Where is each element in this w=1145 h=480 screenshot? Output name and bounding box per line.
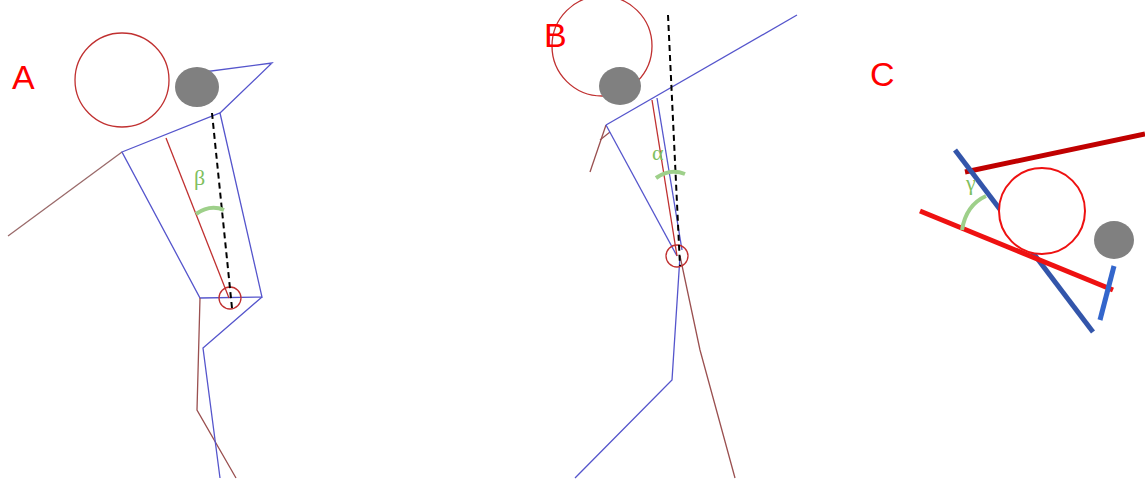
angle-symbol: γ	[966, 172, 976, 194]
angle-symbol: α	[652, 142, 664, 164]
panel-letter: C	[870, 57, 895, 91]
angle-symbol: β	[194, 167, 205, 189]
panel-letter: B	[544, 18, 567, 52]
panel-letter: A	[12, 60, 35, 94]
